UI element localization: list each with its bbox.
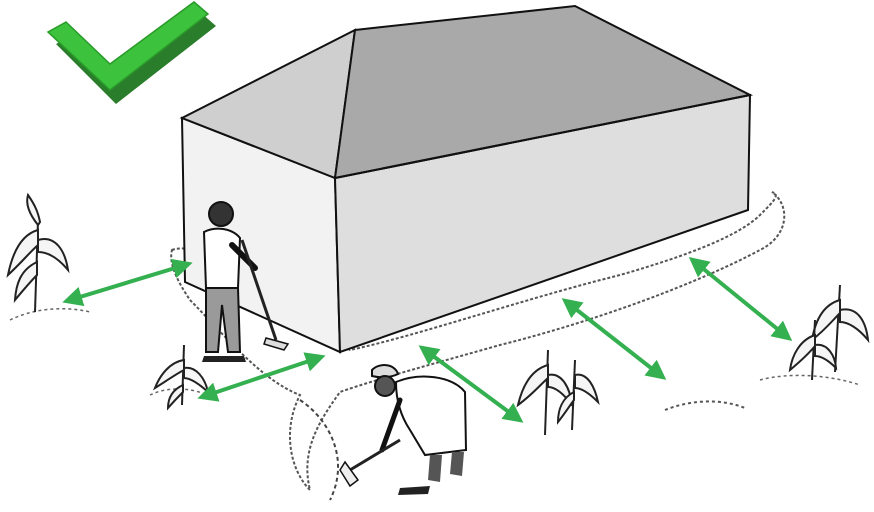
maize-plant-mid-left bbox=[155, 345, 208, 408]
double-arrow-icon bbox=[568, 303, 660, 375]
double-arrow-icon bbox=[695, 262, 786, 336]
maize-plant-left bbox=[8, 195, 68, 312]
double-arrow-icon bbox=[70, 265, 185, 300]
maize-plant-center bbox=[518, 350, 598, 435]
maize-plant-right bbox=[790, 285, 868, 380]
house bbox=[182, 6, 750, 352]
check-mark-icon bbox=[48, 2, 216, 104]
